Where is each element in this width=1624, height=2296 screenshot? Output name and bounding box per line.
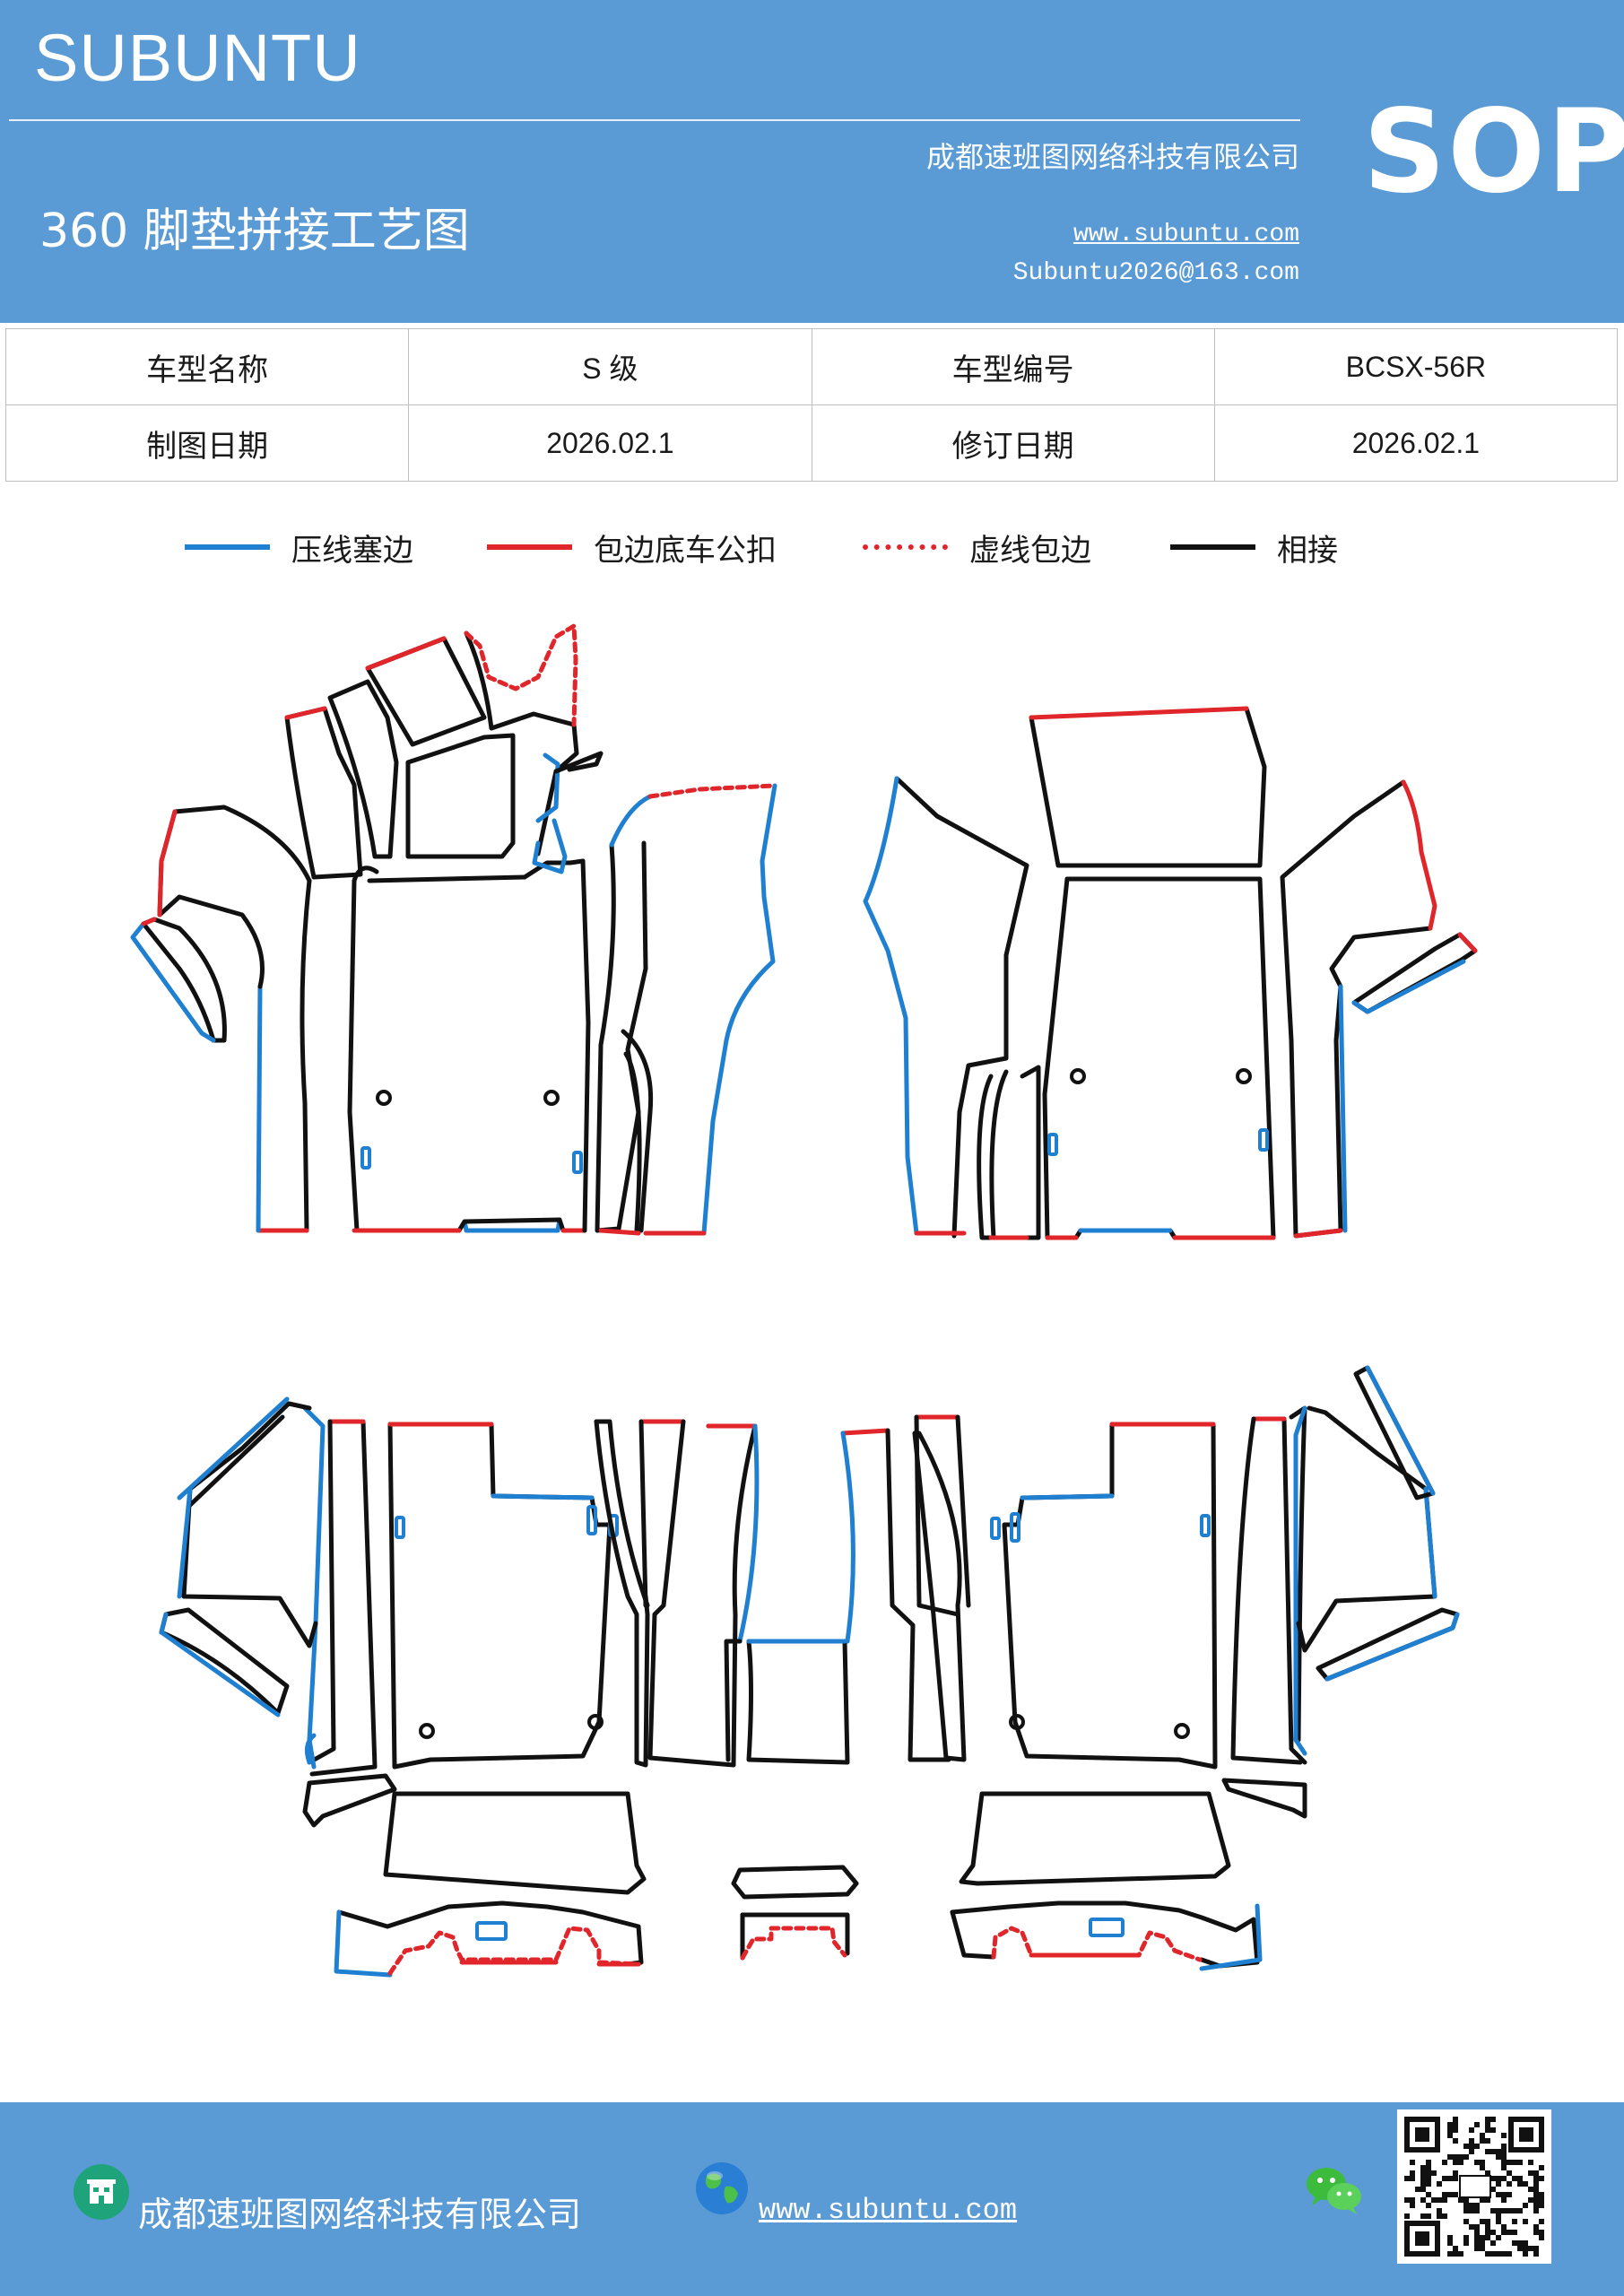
legend-item-dotted-binding: 虚线包边 xyxy=(863,529,1091,569)
mat-piece-rear-center-tunnel xyxy=(731,1639,859,1961)
header-company-name: 成都速班图网络科技有限公司 xyxy=(925,140,1299,174)
footer-company-name: 成都速班图网络科技有限公司 xyxy=(138,2195,582,2234)
table-row: 车型名称 S 级 车型编号 BCSX-56R xyxy=(4,328,1619,405)
mat-piece-front-right-right-side xyxy=(1280,779,1478,1239)
legend-label: 相接 xyxy=(1277,532,1338,569)
table-cell-label: 车型名称 xyxy=(4,328,410,405)
table-cell-label: 制图日期 xyxy=(4,404,410,482)
mat-piece-front-right-top xyxy=(1029,706,1267,868)
mat-piece-rear-right-main xyxy=(990,1422,1218,1770)
table-cell-value: S 级 xyxy=(408,328,812,405)
legend-item-red-binding: 包边底车公扣 xyxy=(487,529,777,569)
footer-website-link[interactable]: www.subuntu.com xyxy=(759,2194,1018,2227)
info-table: 车型名称 S 级 车型编号 BCSX-56R 制图日期 2026.02.1 修订… xyxy=(4,328,1619,482)
table-cell-value: 2026.02.1 xyxy=(408,404,812,482)
header-divider xyxy=(9,119,1300,121)
legend-item-joint: 相接 xyxy=(1170,529,1338,569)
legend-label: 压线塞边 xyxy=(291,532,413,569)
legend-item-press-line: 压线塞边 xyxy=(185,529,413,569)
mat-piece-rear-right-strips xyxy=(1221,1365,1460,1819)
mat-piece-front-left-main xyxy=(347,858,591,1233)
page-title: 360 脚垫拼接工艺图 xyxy=(39,204,470,258)
building-icon xyxy=(74,2164,129,2220)
table-cell-value: BCSX-56R xyxy=(1213,328,1619,405)
legend-label: 包边底车公扣 xyxy=(594,532,777,569)
brand-name: SUBUNTU xyxy=(34,21,361,95)
table-row: 制图日期 2026.02.1 修订日期 2026.02.1 xyxy=(4,404,1619,482)
mat-piece-rear-left-bottom-edge xyxy=(334,1900,644,1978)
legend-swatch-red xyxy=(487,544,572,550)
wechat-icon[interactable] xyxy=(1305,2164,1364,2216)
table-cell-label: 车型编号 xyxy=(811,328,1215,405)
mat-piece-front-right-main xyxy=(1042,876,1276,1240)
legend-swatch-blue xyxy=(185,544,270,550)
mat-piece-front-left-side xyxy=(595,783,777,1236)
mat-piece-rear-right-lower xyxy=(959,1791,1231,1886)
legend-swatch-red-dotted xyxy=(863,544,948,550)
table-cell-label: 修订日期 xyxy=(811,404,1215,482)
mat-piece-rear-left-center xyxy=(594,1419,760,1768)
globe-icon xyxy=(693,2160,751,2217)
legend-label: 虚线包边 xyxy=(969,532,1091,569)
mat-piece-rear-left-strips xyxy=(159,1396,378,1777)
table-cell-value: 2026.02.1 xyxy=(1213,404,1619,482)
qr-code[interactable] xyxy=(1397,2109,1551,2264)
mat-piece-front-left-upper xyxy=(284,623,604,880)
header-banner xyxy=(0,0,1624,323)
mat-piece-rear-right-center xyxy=(840,1414,971,1762)
legend-swatch-black xyxy=(1170,544,1255,550)
mat-piece-rear-right-bottom-edge xyxy=(950,1900,1263,1971)
mat-piece-front-left-strip xyxy=(130,804,312,1233)
mat-piece-rear-left-main xyxy=(387,1422,619,1770)
header-email[interactable]: Subuntu2026@163.com xyxy=(1012,259,1299,287)
sop-badge: SOP xyxy=(1363,85,1624,219)
header-website-link[interactable]: www.subuntu.com xyxy=(1073,221,1299,248)
mat-piece-front-right-left-side xyxy=(863,776,1041,1240)
mat-piece-rear-left-lower xyxy=(302,1773,647,1895)
